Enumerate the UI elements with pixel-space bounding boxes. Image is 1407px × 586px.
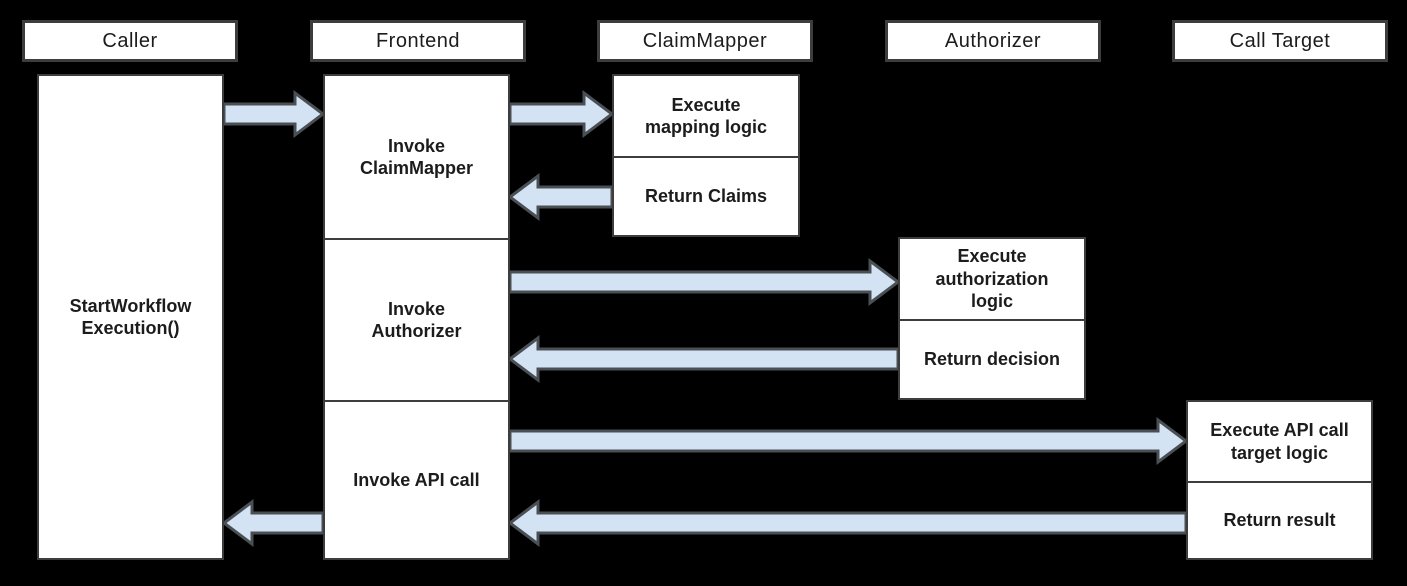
- calltarget-activation-box: Execute API call target logic Return res…: [1186, 400, 1373, 560]
- claimmapper-return-claims-label: Return Claims: [644, 186, 768, 207]
- lane-header-calltarget: Call Target: [1172, 20, 1388, 62]
- frontend-invoke-api-call-label: Invoke API call: [353, 469, 480, 490]
- authorizer-return-decision-label: Return decision: [923, 349, 1061, 370]
- arrow-claimmapper-return-to-frontend: [507, 173, 614, 221]
- lane-header-claimmapper-label: ClaimMapper: [642, 29, 768, 52]
- arrow-caller-to-frontend: [222, 90, 326, 138]
- caller-activation-label: StartWorkflow Execution(): [69, 295, 192, 339]
- claimmapper-section-return-claims: Return Claims: [614, 156, 798, 235]
- frontend-section-invoke-api-call: Invoke API call: [325, 400, 508, 558]
- caller-activation-box: StartWorkflow Execution(): [37, 74, 224, 560]
- lane-header-caller-label: Caller: [102, 29, 158, 52]
- lane-header-frontend-label: Frontend: [375, 29, 461, 52]
- lane-header-calltarget-label: Call Target: [1229, 29, 1331, 52]
- frontend-invoke-claimmapper-label: Invoke ClaimMapper: [359, 135, 474, 179]
- arrow-frontend-to-calltarget: [508, 417, 1189, 465]
- authorizer-section-execute-authorization-logic: Execute authorization logic: [900, 239, 1084, 319]
- authorizer-section-return-decision: Return decision: [900, 319, 1084, 398]
- claimmapper-activation-box: Execute mapping logic Return Claims: [612, 74, 800, 237]
- claimmapper-execute-mapping-logic-label: Execute mapping logic: [644, 94, 767, 138]
- authorizer-activation-box: Execute authorization logic Return decis…: [898, 237, 1086, 400]
- arrow-authorizer-return-to-frontend: [507, 335, 900, 383]
- calltarget-section-execute-api-call-target-logic: Execute API call target logic: [1188, 402, 1371, 481]
- frontend-activation-box: Invoke ClaimMapper Invoke Authorizer Inv…: [323, 74, 510, 560]
- frontend-section-invoke-claimmapper: Invoke ClaimMapper: [325, 76, 508, 238]
- lane-header-caller: Caller: [22, 20, 238, 62]
- calltarget-section-return-result: Return result: [1188, 481, 1371, 558]
- frontend-invoke-authorizer-label: Invoke Authorizer: [371, 298, 462, 342]
- lane-header-frontend: Frontend: [310, 20, 526, 62]
- caller-activation-section: StartWorkflow Execution(): [39, 76, 222, 558]
- lane-header-authorizer-label: Authorizer: [944, 29, 1042, 52]
- arrow-calltarget-return-to-frontend: [507, 499, 1188, 547]
- calltarget-return-result-label: Return result: [1223, 510, 1336, 531]
- frontend-section-invoke-authorizer: Invoke Authorizer: [325, 238, 508, 400]
- calltarget-execute-api-call-target-logic-label: Execute API call target logic: [1210, 420, 1349, 463]
- arrow-frontend-return-to-caller: [221, 499, 325, 547]
- arrow-frontend-to-claimmapper: [508, 90, 615, 138]
- lane-header-claimmapper: ClaimMapper: [597, 20, 813, 62]
- lane-header-authorizer: Authorizer: [885, 20, 1101, 62]
- arrow-frontend-to-authorizer: [508, 258, 901, 306]
- authorizer-execute-authorization-logic-label: Execute authorization logic: [935, 246, 1049, 312]
- claimmapper-section-execute-mapping-logic: Execute mapping logic: [614, 76, 798, 156]
